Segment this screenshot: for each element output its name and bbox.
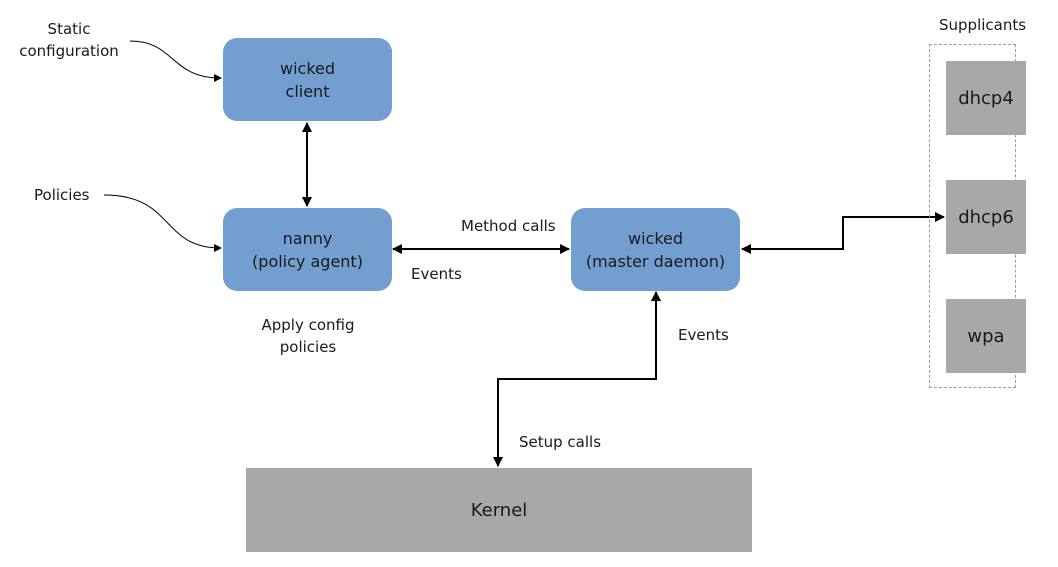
wicked-client-line1: wicked [279,58,336,78]
wicked-daemon-line1: wicked [627,228,684,248]
setup-calls-label: Setup calls [519,433,602,451]
wicked-daemon-line2: (master daemon) [585,251,726,271]
apply-config-policies-label: Apply config policies [250,314,366,358]
events-label-kernel: Events [678,326,729,344]
static-configuration-label: Static configuration [14,18,124,62]
static-config-edge [129,40,222,82]
wpa-label: wpa [967,325,1005,347]
static-configuration-line2: configuration [19,42,119,60]
nanny-node: nanny (policy agent) [223,208,392,291]
policies-edge [103,194,222,252]
dhcp4-label: dhcp4 [958,87,1014,109]
nanny-line2: (policy agent) [252,251,363,271]
events-label-nanny: Events [411,265,462,283]
apply-config-line2: policies [279,338,337,356]
daemon-dhcp6-edge [741,212,945,254]
kernel-label: Kernel [470,499,528,521]
dhcp6-node: dhcp6 [946,180,1026,254]
wicked-daemon-node: wicked (master daemon) [571,208,740,291]
kernel-node: Kernel [246,468,752,552]
supplicants-label: Supplicants [939,16,1027,34]
daemon-kernel-edge [493,291,661,467]
static-configuration-line1: Static [47,20,91,38]
wicked-client-node: wicked client [223,38,392,121]
dhcp4-node: dhcp4 [946,61,1026,135]
apply-config-line1: Apply config [261,316,355,334]
nanny-line1: nanny [282,228,333,248]
policies-label: Policies [34,186,90,204]
dhcp6-label: dhcp6 [958,206,1014,228]
wpa-node: wpa [946,299,1026,373]
method-calls-label: Method calls [461,217,556,235]
wicked-client-line2: client [285,81,330,101]
